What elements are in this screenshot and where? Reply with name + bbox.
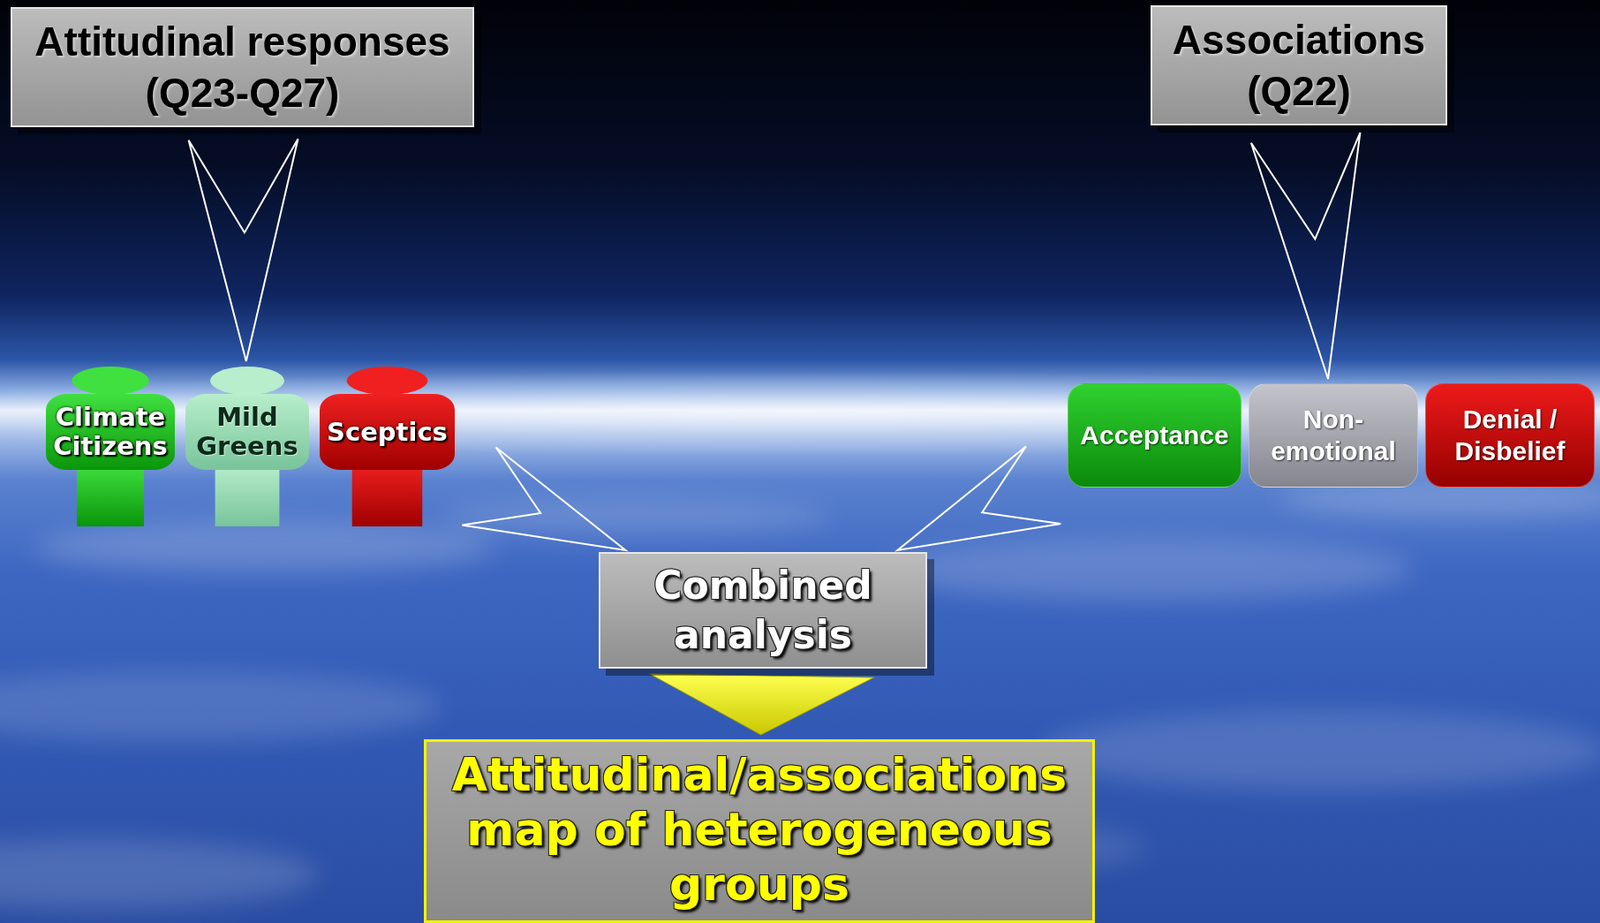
person-head xyxy=(347,366,429,395)
node-label: Mild Greens xyxy=(185,402,310,461)
cloud xyxy=(1041,710,1600,791)
heading-box: Associations (Q22) xyxy=(1150,5,1448,126)
person-head xyxy=(71,366,150,395)
node-label: Combined analysis xyxy=(616,560,910,660)
callout-pointer xyxy=(461,447,626,551)
node-label: Associations (Q22) xyxy=(1164,14,1434,117)
person-body xyxy=(76,462,144,527)
cloud xyxy=(0,838,318,910)
person-shoulders xyxy=(185,393,310,470)
node-label: Attitudinal/associations map of heteroge… xyxy=(444,747,1075,912)
node-label: Acceptance xyxy=(1079,419,1229,452)
person-icon: Mild Greens xyxy=(185,365,310,527)
label-area: Climate Citizens xyxy=(45,393,175,470)
node-label: Sceptics xyxy=(326,417,448,447)
person-shoulders xyxy=(45,393,175,470)
person-head xyxy=(210,366,285,395)
category-box: Denial / Disbelief xyxy=(1425,383,1595,488)
person-icon: Climate Citizens xyxy=(45,365,175,527)
result-box: Attitudinal/associations map of heteroge… xyxy=(423,739,1095,923)
label-area: Mild Greens xyxy=(185,393,310,470)
cloud xyxy=(441,498,831,535)
flow-arrow xyxy=(649,673,875,735)
callout-pointer xyxy=(188,138,299,362)
category-box: Non-emotional xyxy=(1248,383,1419,488)
cloud xyxy=(883,538,1413,601)
person-body xyxy=(215,462,280,527)
category-box: Acceptance xyxy=(1067,383,1242,488)
person-body xyxy=(352,462,423,527)
heading-box: Attitudinal responses (Q23-Q27) xyxy=(10,7,475,128)
person-shoulders xyxy=(319,393,455,470)
cloud xyxy=(35,520,495,574)
node-label: Attitudinal responses (Q23-Q27) xyxy=(24,15,461,119)
node-label: Climate Citizens xyxy=(45,402,175,461)
callout-pointer xyxy=(1251,132,1361,379)
callout-pointer xyxy=(897,445,1061,551)
process-box: Combined analysis xyxy=(598,551,928,669)
cloud xyxy=(0,671,442,742)
person-icon: Sceptics xyxy=(319,365,455,527)
node-label: Non-emotional xyxy=(1260,403,1407,468)
node-label: Denial / Disbelief xyxy=(1436,403,1584,468)
label-area: Sceptics xyxy=(319,393,455,470)
